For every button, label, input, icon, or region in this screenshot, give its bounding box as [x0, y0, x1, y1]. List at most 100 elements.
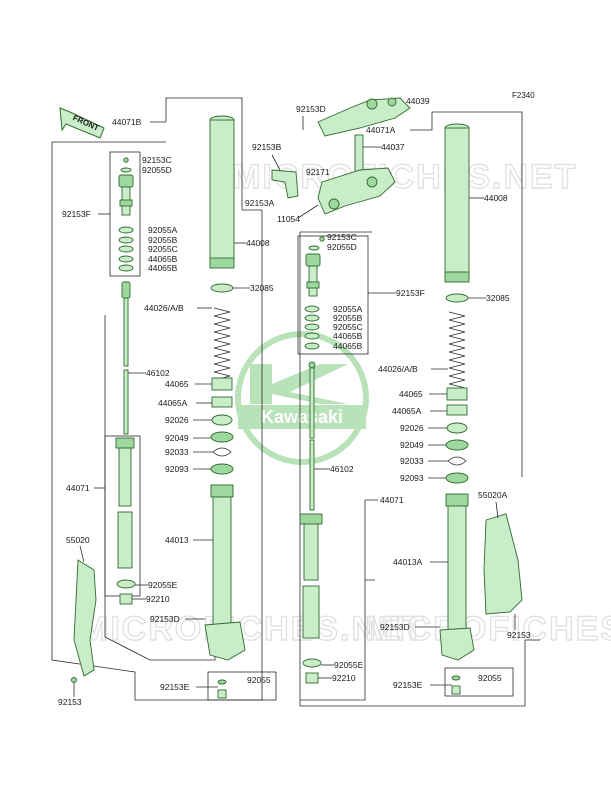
label-32085-right: 32085 [486, 293, 510, 303]
label-44039: 44039 [406, 96, 430, 106]
watermark: MICROFICHES.NET MICROFICHES.NET MICROFIC… [79, 157, 611, 648]
left-cartridge [115, 437, 136, 605]
right-inner-tube [439, 493, 475, 661]
right-92049 [445, 439, 469, 451]
label-92153C-left: 92153C [142, 155, 172, 165]
right-leg-outline [299, 231, 540, 707]
watermark-text-bottom: MICROFICHES.NET [80, 610, 425, 648]
right-oring-32085 [445, 293, 469, 303]
label-44065B-right-1: 44065B [333, 331, 363, 341]
label-92055D-right: 92055D [327, 242, 357, 252]
label-92153C-right: 92153C [327, 232, 357, 242]
left-outer-tube [209, 115, 235, 269]
label-44065-left: 44065 [165, 379, 189, 389]
left-44065A [211, 396, 233, 408]
clamp-bracket [271, 169, 299, 199]
left-cap-parts [118, 157, 134, 272]
right-spring [448, 311, 466, 389]
right-44065 [446, 387, 468, 401]
label-92153A: 92153A [245, 198, 275, 208]
label-92153E-right: 92153E [393, 680, 423, 690]
right-92026 [446, 422, 468, 434]
label-44013A-right: 44013A [393, 557, 423, 567]
left-92026 [211, 414, 233, 426]
label-92210-right: 92210 [332, 673, 356, 683]
label-44008-left: 44008 [246, 238, 270, 248]
label-44071B: 44071B [112, 117, 142, 127]
label-92055E-left: 92055E [148, 580, 178, 590]
label-92093-right: 92093 [400, 473, 424, 483]
figure-code: F2340 [512, 91, 535, 100]
label-46102-right: 46102 [330, 464, 354, 474]
label-44026-left: 44026/A/B [144, 303, 184, 313]
label-92055C-left: 92055C [148, 244, 178, 254]
right-outer-tube [444, 123, 470, 283]
label-92049-right: 92049 [400, 440, 424, 450]
left-fork-guard [73, 559, 97, 677]
upper-triple-clamp [317, 97, 411, 137]
label-44065-right: 44065 [399, 389, 423, 399]
right-damper-rod [308, 361, 316, 511]
left-bottom-box [207, 671, 277, 701]
label-92153E-left: 92153E [160, 682, 190, 692]
left-oring-32085 [210, 283, 234, 293]
label-46102-left: 46102 [146, 368, 170, 378]
steering-stem [317, 134, 396, 215]
label-44013-left: 44013 [165, 535, 189, 545]
label-55020A-right: 55020A [478, 490, 508, 500]
label-92026-left: 92026 [165, 415, 189, 425]
label-44071A-top: 44071A [366, 125, 396, 135]
label-92055C-right: 92055C [333, 322, 363, 332]
label-92055A-left: 92055A [148, 225, 178, 235]
right-cap-parts [304, 236, 325, 350]
left-inner-tube [204, 484, 246, 661]
label-44008-right: 44008 [484, 193, 508, 203]
right-92033 [447, 456, 467, 466]
right-92093 [445, 472, 469, 484]
left-spring [213, 307, 231, 385]
label-92055E-right: 92055E [334, 660, 364, 670]
right-bottom-box [444, 667, 514, 697]
label-44037: 44037 [381, 142, 405, 152]
label-44065B-left-2: 44065B [148, 263, 178, 273]
left-92033 [212, 447, 232, 457]
label-92153-right: 92153 [507, 630, 531, 640]
label-44071-left: 44071 [66, 483, 90, 493]
kawasaki-logo: Kawasaki [235, 331, 369, 465]
label-92153F-left: 92153F [62, 209, 91, 219]
label-92055B-left: 92055B [148, 235, 178, 245]
label-92026-right: 92026 [400, 423, 424, 433]
label-44065A-right: 44065A [392, 406, 422, 416]
front-arrow-icon: FRONT [59, 107, 105, 139]
label-55020-left: 55020 [66, 535, 90, 545]
label-92153D-top: 92153D [296, 104, 326, 114]
label-44026-right: 44026/A/B [378, 364, 418, 374]
left-92049 [210, 431, 234, 443]
label-92033-left: 92033 [165, 447, 189, 457]
label-92055-left: 92055 [247, 675, 271, 685]
label-92153B: 92153B [252, 142, 282, 152]
label-44071-right: 44071 [380, 495, 404, 505]
label-44065A-left: 44065A [158, 398, 188, 408]
label-92171: 92171 [306, 167, 330, 177]
label-92055-right: 92055 [478, 673, 502, 683]
right-cartridge [299, 513, 323, 684]
label-32085-left: 32085 [250, 283, 274, 293]
label-92055A-right: 92055A [333, 304, 363, 314]
label-92153F-right: 92153F [396, 288, 425, 298]
watermark-text-bottom-right: MICROFICHES.NET [365, 610, 611, 648]
label-92055D-left: 92055D [142, 165, 172, 175]
label-92153-bottom-left: 92153 [58, 697, 82, 707]
label-11054: 11054 [277, 214, 300, 224]
left-44065 [211, 377, 233, 391]
label-92153D-right: 92153D [380, 622, 410, 632]
label-92055B-right: 92055B [333, 313, 363, 323]
label-92049-left: 92049 [165, 433, 189, 443]
kawasaki-logo-text: Kawasaki [261, 407, 343, 427]
label-92093-left: 92093 [165, 464, 189, 474]
left-damper-rod [121, 281, 131, 435]
label-44065B-left-1: 44065B [148, 254, 178, 264]
label-92210-left: 92210 [146, 594, 170, 604]
label-92153D-left: 92153D [150, 614, 180, 624]
